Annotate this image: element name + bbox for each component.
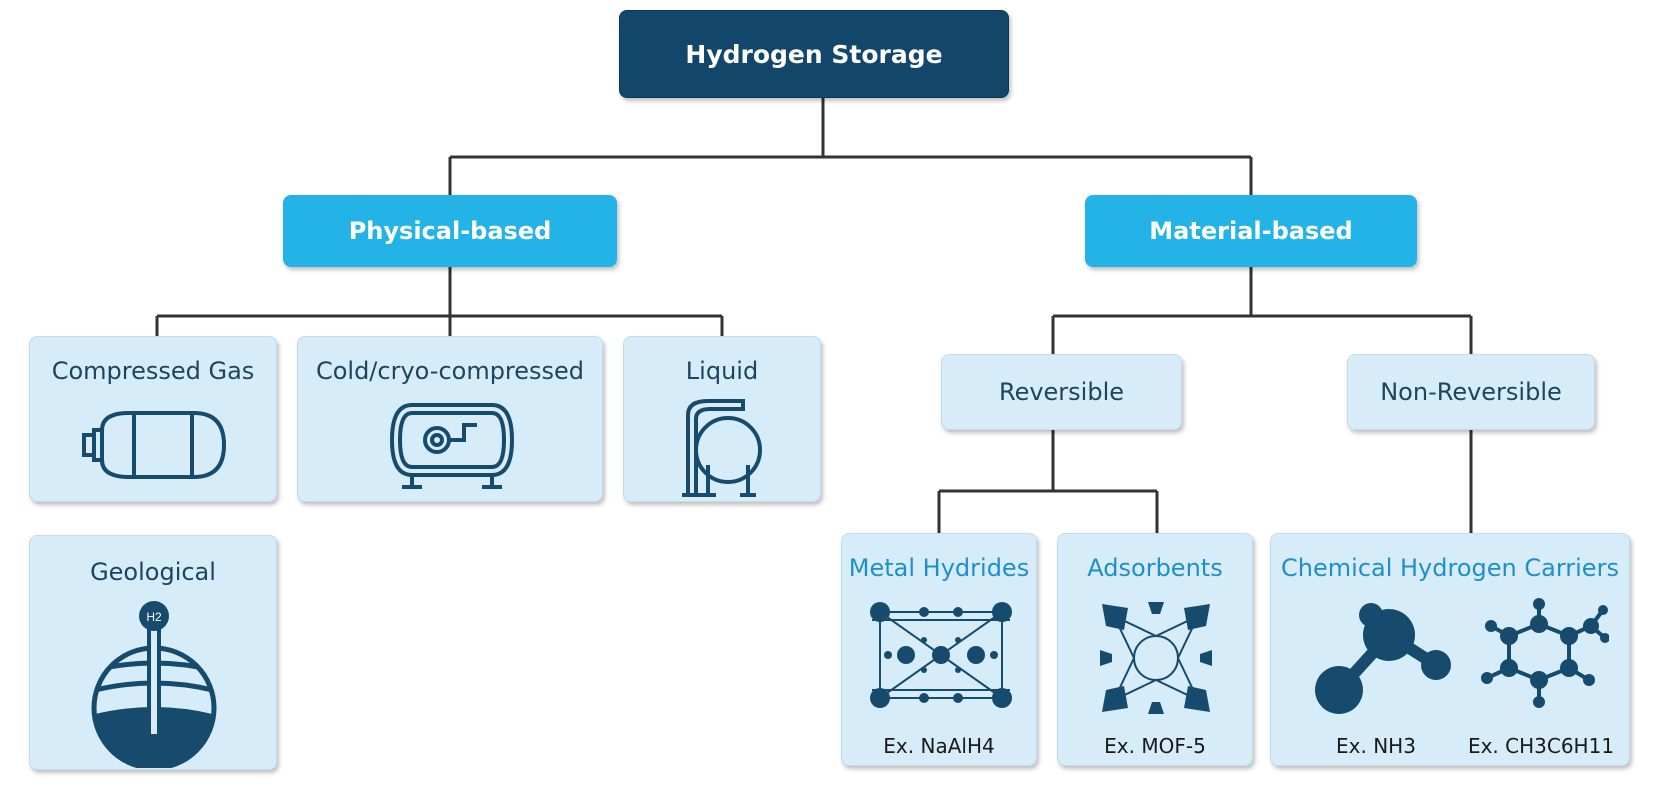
metal-hydrides-example: Ex. NaAlH4 [883,734,995,758]
physical-based-node: Physical-based [283,195,617,267]
reversible-node: Reversible [941,354,1182,430]
root-node: Hydrogen Storage [619,10,1009,98]
h2-label: H2 [146,610,162,624]
metal-hydrides-card: Metal Hydrides Ex. NaAlH4 [841,533,1037,766]
methylcyclohexane-molecule-icon [1481,598,1609,708]
gas-cylinder-icon [82,411,227,479]
adsorbents-card: Adsorbents Ex. MOF-5 [1057,533,1253,766]
geological-card: Geological H2 [29,535,277,770]
geological-storage-icon: H2 [91,601,217,768]
reversible-label: Reversible [998,378,1125,406]
mof-framework-icon [1100,602,1212,714]
physical-based-label: Physical-based [348,217,552,245]
cryo-compressed-card: Cold/cryo-compressed [297,336,603,502]
liquid-tank-icon [682,399,762,497]
metal-hydrides-label: Metal Hydrides [848,554,1030,582]
metal-hydride-lattice-icon [870,602,1012,708]
cryo-tank-icon [389,403,515,489]
non-reversible-label: Non-Reversible [1380,378,1562,406]
chemical-carriers-card: Chemical Hydrogen Carriers [1270,533,1630,766]
material-based-node: Material-based [1085,195,1417,267]
compressed-gas-card: Compressed Gas [29,336,277,502]
compressed-gas-label: Compressed Gas [51,357,255,385]
methylcyclohexane-example: Ex. CH3C6H11 [1467,734,1615,758]
liquid-label: Liquid [685,357,759,385]
adsorbents-label: Adsorbents [1087,554,1223,582]
ammonia-example: Ex. NH3 [1336,734,1416,758]
material-based-label: Material-based [1149,217,1353,245]
non-reversible-node: Non-Reversible [1347,354,1595,430]
adsorbents-example: Ex. MOF-5 [1104,734,1206,758]
liquid-card: Liquid [623,336,821,502]
geological-label: Geological [90,558,216,586]
cryo-compressed-label: Cold/cryo-compressed [315,357,585,385]
root-label: Hydrogen Storage [685,39,943,69]
chemical-carriers-label: Chemical Hydrogen Carriers [1281,554,1619,582]
ammonia-molecule-icon [1315,603,1451,714]
